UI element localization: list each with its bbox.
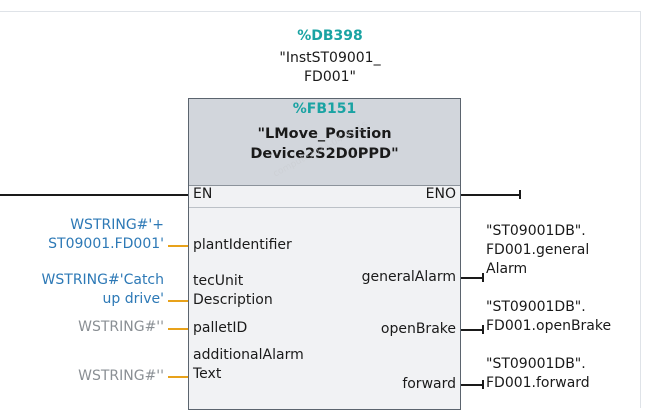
pallet-id-connector[interactable] xyxy=(168,328,188,330)
instance-db-number[interactable]: %DB398 xyxy=(297,28,363,44)
general-alarm-target-line1: "ST09001DB". xyxy=(486,223,586,239)
open-brake-target-line2: FD001.openBrake xyxy=(486,318,612,334)
pin-eno[interactable]: ENO xyxy=(425,186,456,202)
pin-tec-unit-description-line1: tecUnit xyxy=(193,273,244,289)
pin-forward[interactable]: forward xyxy=(402,376,456,392)
forward-wire-end xyxy=(482,380,484,389)
general-alarm-target-line3: Alarm xyxy=(486,261,528,277)
forward-target[interactable]: "ST09001DB". FD001.forward xyxy=(486,355,590,393)
additional-alarm-text-value[interactable]: WSTRING#'' xyxy=(78,368,164,384)
tec-unit-description-value-line2: up drive' xyxy=(102,291,165,307)
en-wire[interactable] xyxy=(0,194,188,196)
instance-db-name[interactable]: "InstST09001_ FD001" xyxy=(240,49,420,87)
pin-open-brake[interactable]: openBrake xyxy=(380,321,456,337)
open-brake-wire-end xyxy=(482,325,484,334)
instance-db-name-line1: "InstST09001_ xyxy=(279,50,381,66)
open-brake-wire[interactable] xyxy=(461,329,484,331)
pin-additional-alarm-text-line1: additionalAlarm xyxy=(193,347,304,363)
editor-right-border xyxy=(640,11,641,408)
instance-db-name-line2: FD001" xyxy=(304,69,356,85)
function-block[interactable]: %FB151 "LMove_Position Device2S2D0PPD" xyxy=(188,98,461,410)
general-alarm-wire[interactable] xyxy=(461,277,484,279)
forward-target-line2: FD001.forward xyxy=(486,375,590,391)
general-alarm-target-line2: FD001.general xyxy=(486,242,590,258)
function-block-header[interactable]: %FB151 "LMove_Position Device2S2D0PPD" xyxy=(189,99,460,186)
pallet-id-value[interactable]: WSTRING#'' xyxy=(78,319,164,335)
pin-additional-alarm-text[interactable]: additionalAlarm Text xyxy=(193,346,304,384)
fb-number: %FB151 xyxy=(292,101,357,117)
plant-identifier-value[interactable]: WSTRING#'+ ST09001.FD001' xyxy=(0,216,164,254)
plant-identifier-connector[interactable] xyxy=(168,245,188,247)
forward-target-line1: "ST09001DB". xyxy=(486,356,586,372)
tec-unit-description-value-line1: WSTRING#'Catch xyxy=(41,272,164,288)
plant-identifier-value-line1: WSTRING#'+ xyxy=(70,217,164,233)
editor-top-border xyxy=(0,11,640,12)
tec-unit-description-value[interactable]: WSTRING#'Catch up drive' xyxy=(0,271,164,309)
pin-en[interactable]: EN xyxy=(193,186,213,202)
pin-plant-identifier[interactable]: plantIdentifier xyxy=(193,237,292,253)
pin-pallet-id[interactable]: palletID xyxy=(193,320,248,336)
additional-alarm-text-connector[interactable] xyxy=(168,376,188,378)
fb-name-line2: Device2S2D0PPD" xyxy=(250,146,399,162)
pin-general-alarm[interactable]: generalAlarm xyxy=(361,269,456,285)
eno-wire-end xyxy=(519,190,521,199)
plant-identifier-value-line2: ST09001.FD001' xyxy=(48,236,164,252)
pin-tec-unit-description-line2: Description xyxy=(193,292,273,308)
general-alarm-wire-end xyxy=(482,273,484,282)
open-brake-target-line1: "ST09001DB". xyxy=(486,299,586,315)
open-brake-target[interactable]: "ST09001DB". FD001.openBrake xyxy=(486,298,611,336)
tec-unit-description-connector[interactable] xyxy=(168,300,188,302)
pin-tec-unit-description[interactable]: tecUnit Description xyxy=(193,272,273,310)
eno-wire[interactable] xyxy=(461,194,521,196)
pin-additional-alarm-text-line2: Text xyxy=(193,366,222,382)
pin-separator xyxy=(189,207,460,208)
fb-name-line1: "LMove_Position xyxy=(257,126,392,142)
fb-name: "LMove_Position Device2S2D0PPD" xyxy=(189,124,460,164)
forward-wire[interactable] xyxy=(461,384,484,386)
general-alarm-target[interactable]: "ST09001DB". FD001.general Alarm xyxy=(486,222,589,279)
